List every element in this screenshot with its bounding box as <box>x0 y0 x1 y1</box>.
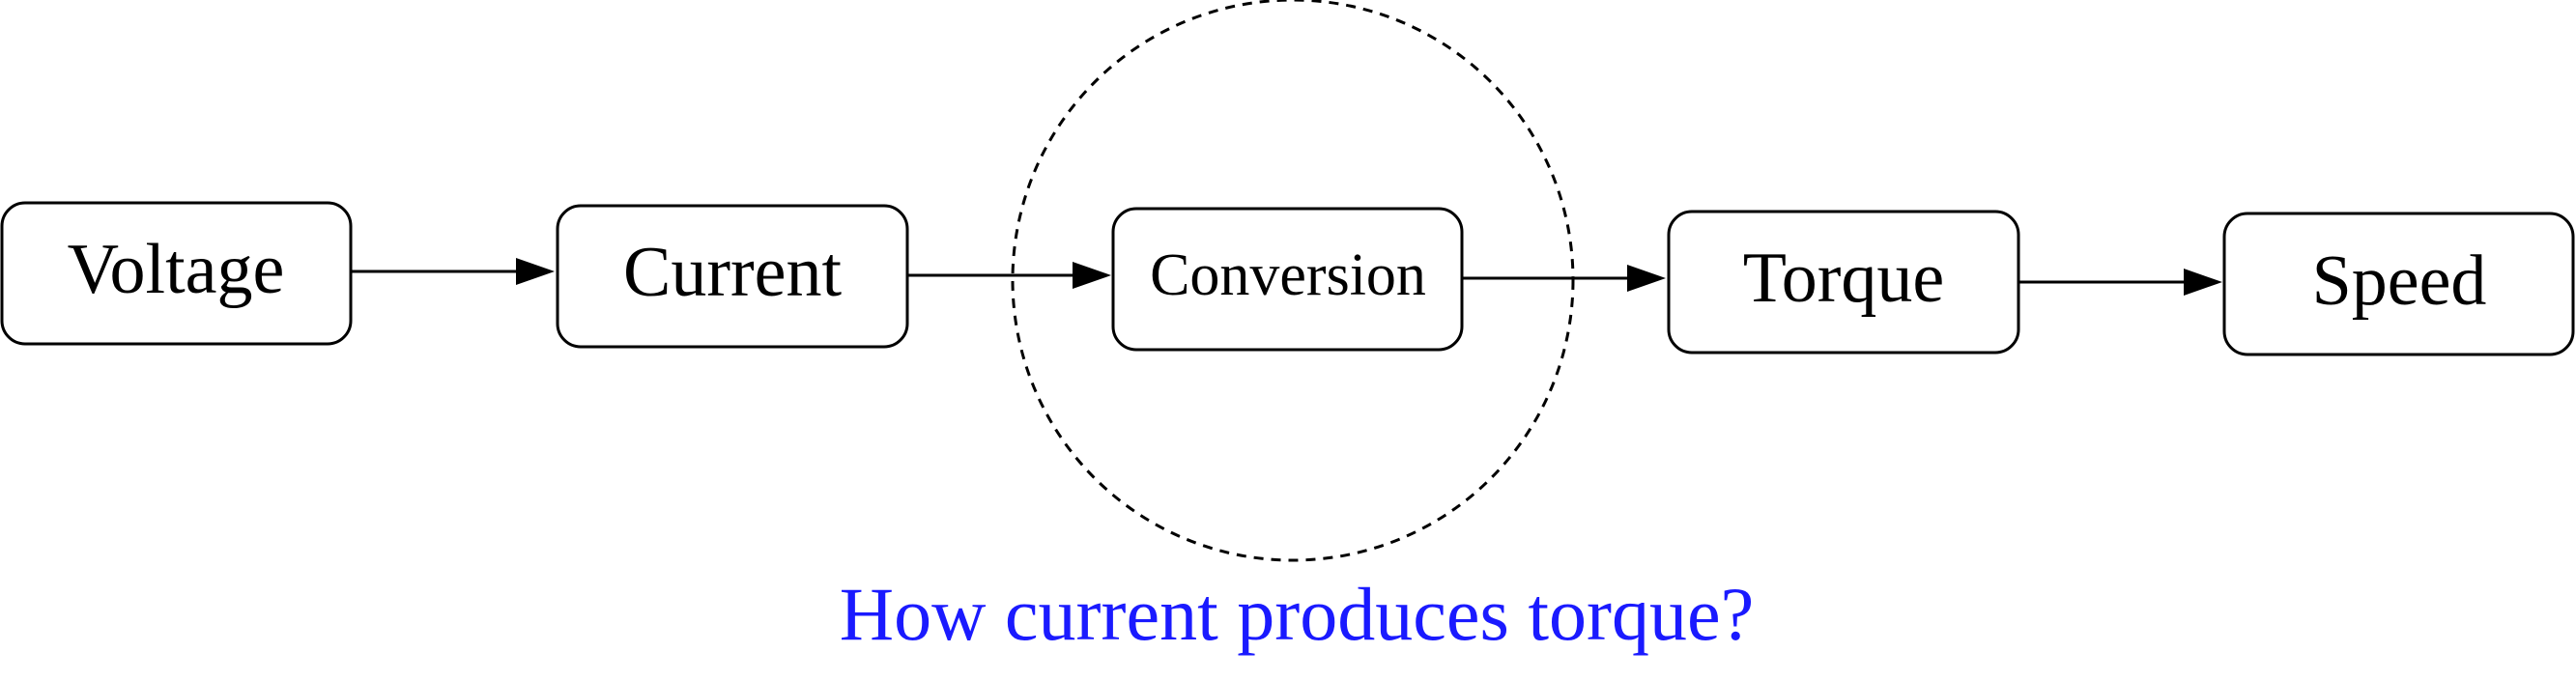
focus-circle <box>1011 0 1575 562</box>
node-label-conversion: Conversion <box>1150 242 1426 308</box>
edge-torque-speed <box>2018 269 2222 296</box>
node-label-voltage: Voltage <box>68 230 285 309</box>
node-label-current: Current <box>623 233 842 312</box>
node-current: Current <box>556 204 909 349</box>
edge-current-conversion <box>907 262 1111 289</box>
edge-conversion-torque <box>1462 265 1666 292</box>
node-conversion: Conversion <box>1111 207 1464 352</box>
question-caption: How current produces torque? <box>840 572 1754 656</box>
node-voltage: Voltage <box>0 201 353 346</box>
node-speed: Speed <box>2222 212 2575 356</box>
edge-voltage-current <box>351 258 555 285</box>
node-label-speed: Speed <box>2312 241 2487 321</box>
node-torque: Torque <box>1667 210 2020 355</box>
node-label-torque: Torque <box>1743 239 1945 318</box>
